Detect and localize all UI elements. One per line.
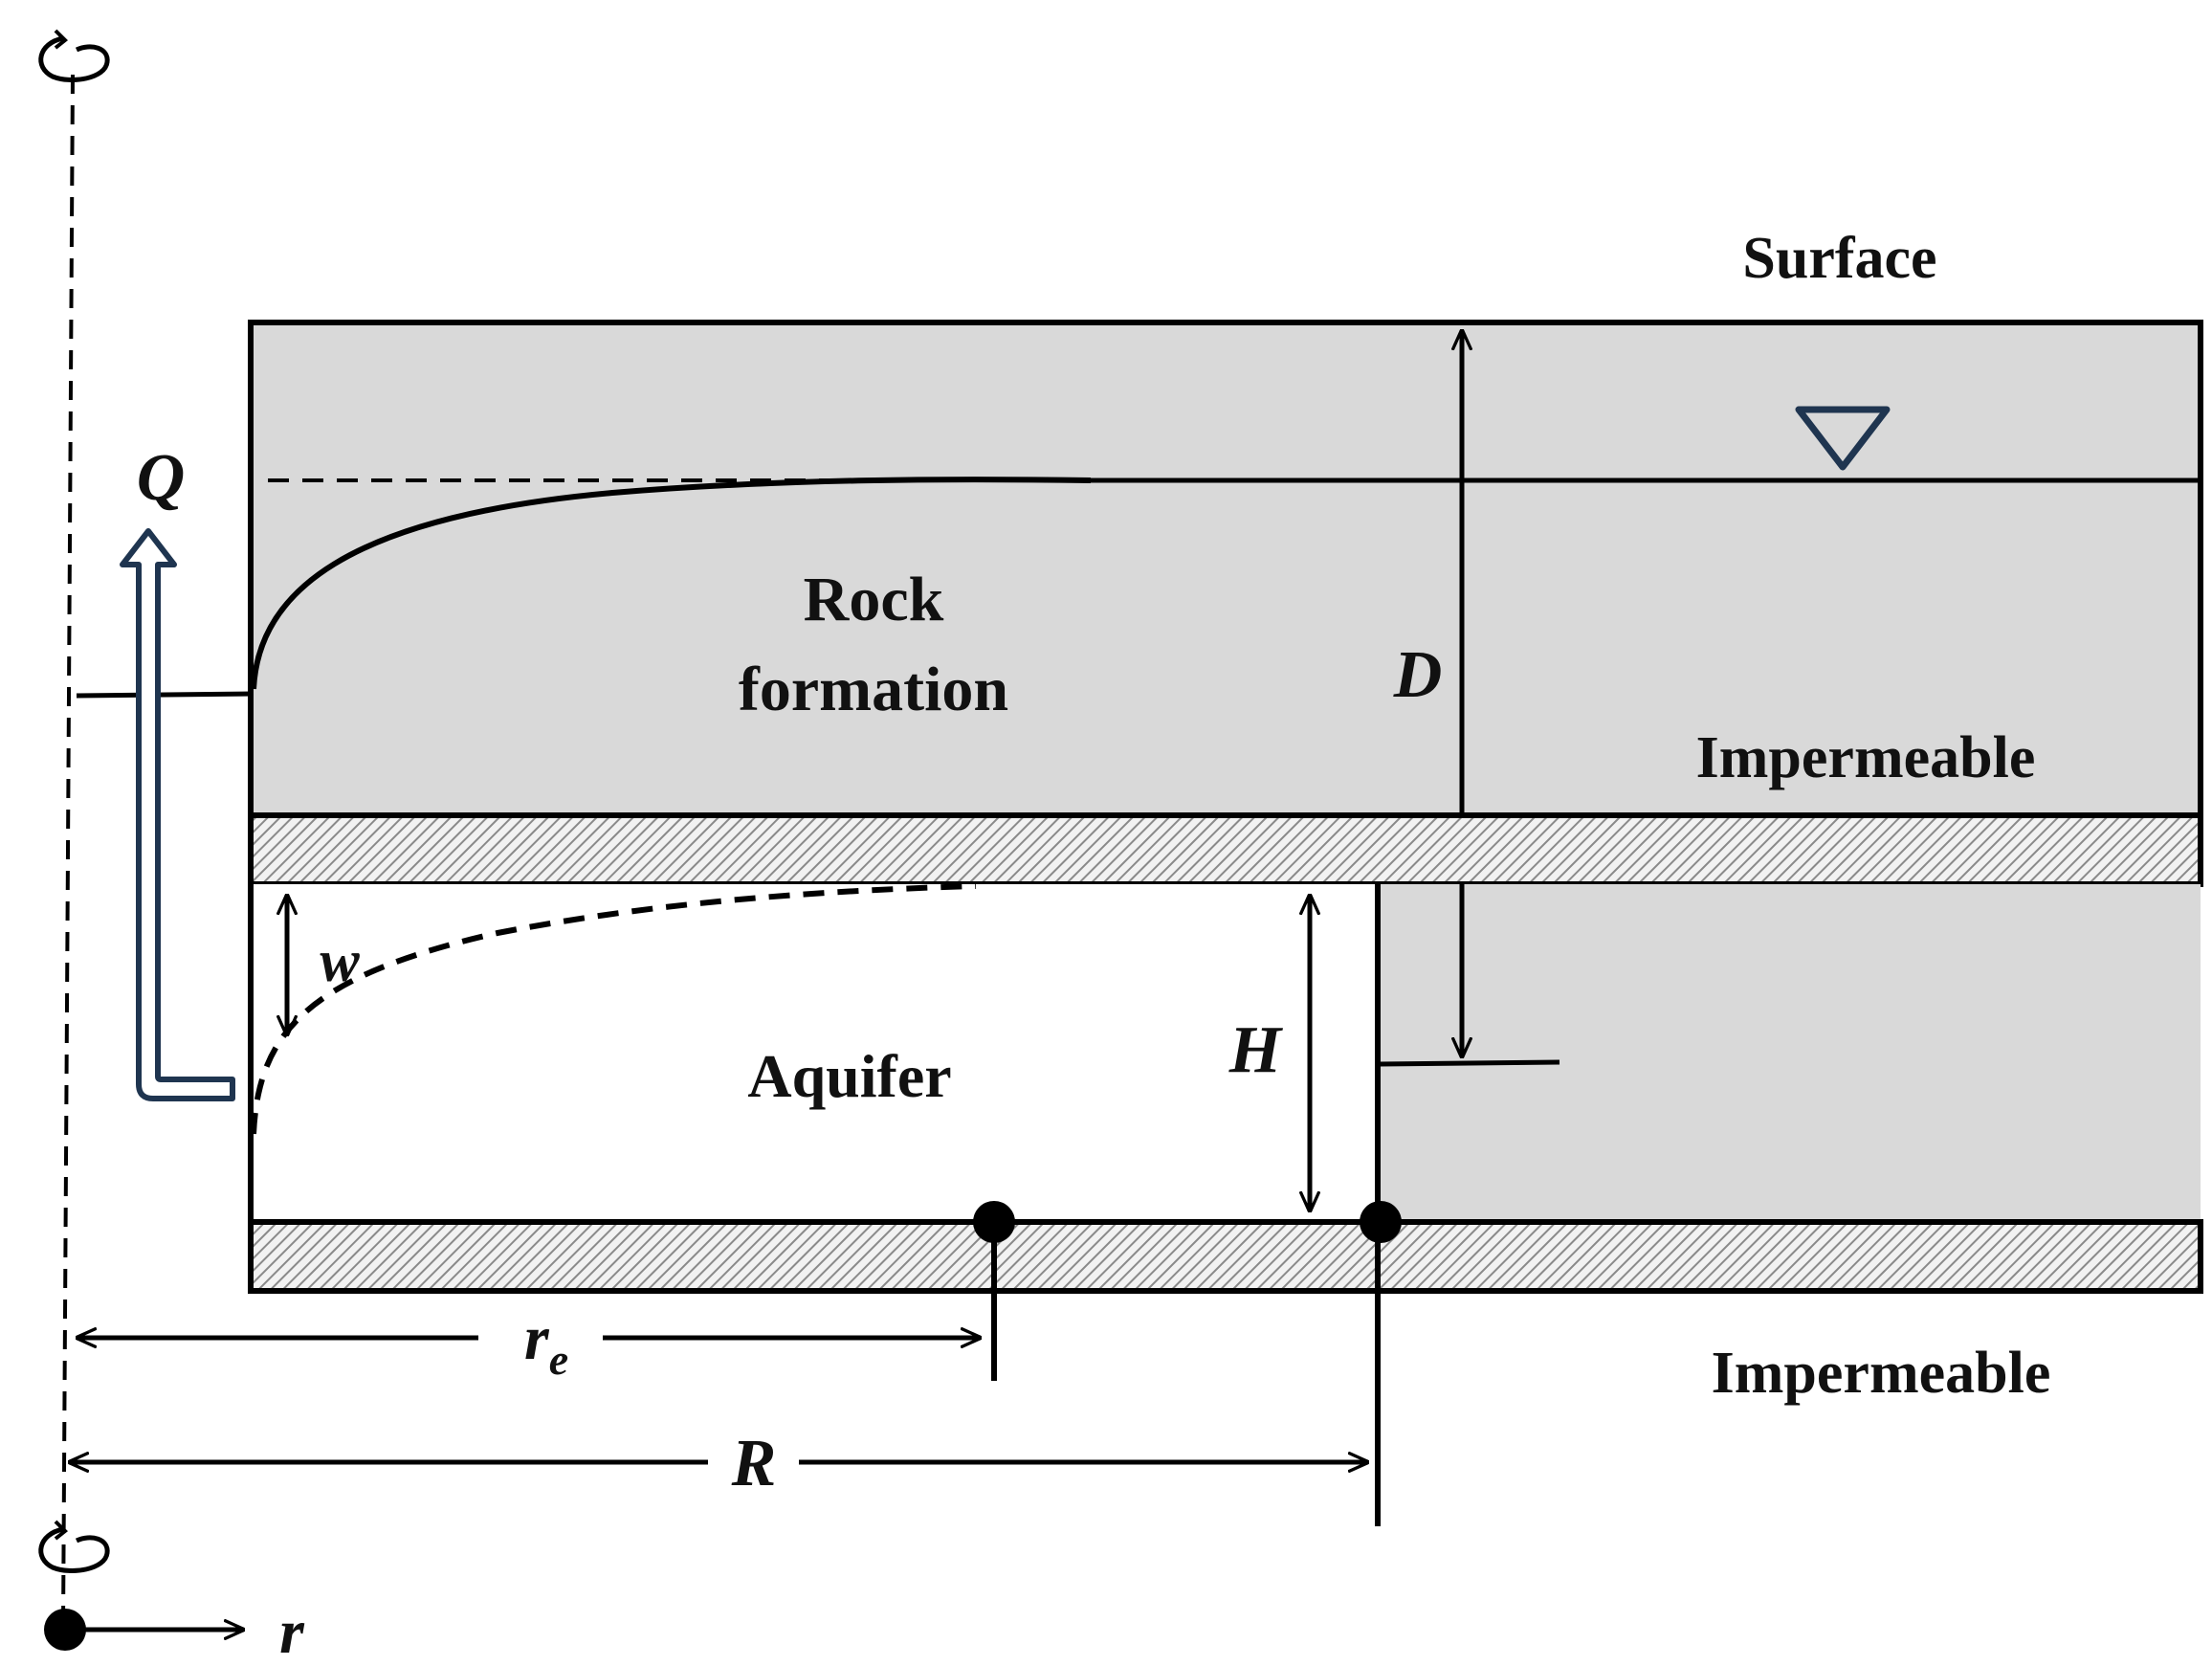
- impermeable-lower-label: Impermeable: [1712, 1341, 2051, 1406]
- rock-drawdown-curve: [251, 477, 1092, 690]
- rock-formation-label-line1: Rock: [804, 565, 944, 634]
- surface-label: Surface: [1742, 226, 1936, 291]
- R-label: R: [731, 1427, 777, 1500]
- aquifer-layer: [251, 884, 1378, 1222]
- R-node: [1360, 1201, 1402, 1243]
- re-label: re: [524, 1303, 568, 1384]
- H-label: H: [1228, 1013, 1284, 1087]
- rock-formation-label-line2: formation: [739, 655, 1008, 724]
- outer-formation-region: [1378, 884, 2201, 1222]
- rotation-top-icon: [38, 29, 110, 82]
- aquifer-head-line: [1379, 1059, 1560, 1067]
- origin-point: [44, 1609, 86, 1651]
- impermeable-upper-label: Impermeable: [1696, 725, 2036, 790]
- lower-confining-layer: [248, 1219, 2203, 1294]
- re-label-subscript: e: [549, 1335, 568, 1384]
- r-axis-label: r: [279, 1597, 305, 1666]
- rotation-bottom-icon: [38, 1520, 110, 1573]
- aquifer-drawdown-curve: [251, 883, 977, 1135]
- Q-label: Q: [137, 441, 186, 515]
- pumping-arrow-icon: [120, 528, 235, 1101]
- re-node: [973, 1201, 1015, 1243]
- well-water-level: [76, 691, 254, 699]
- aquifer-label: Aquifer: [747, 1042, 951, 1110]
- D-label: D: [1393, 638, 1443, 712]
- rock-formation-layer: [248, 320, 2203, 818]
- water-table-marker-icon: [1795, 406, 1891, 471]
- symmetry-axis: [61, 74, 75, 1628]
- upper-confining-layer: [248, 812, 2203, 887]
- re-label-main: r: [524, 1303, 550, 1373]
- w-label: w: [320, 929, 360, 994]
